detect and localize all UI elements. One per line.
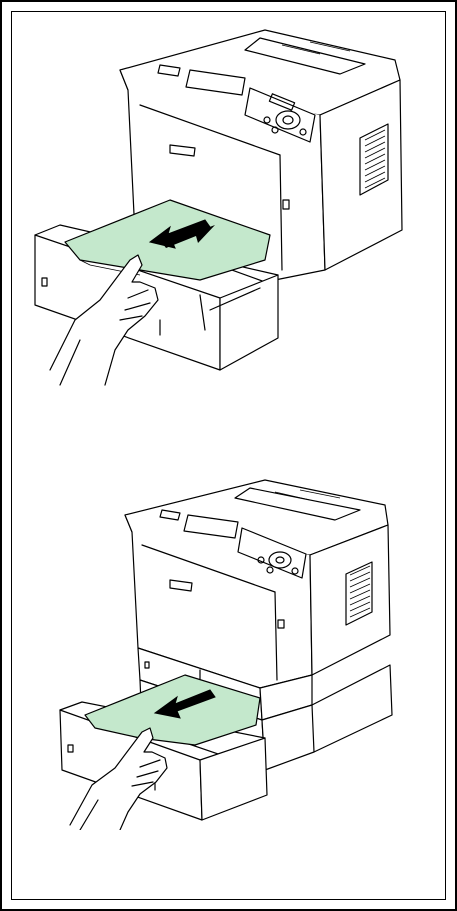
panel-bottom-printer [20, 470, 438, 830]
printer-diagram-top [20, 20, 438, 400]
panel-top-printer [20, 20, 438, 400]
printer-diagram-bottom [20, 470, 438, 830]
